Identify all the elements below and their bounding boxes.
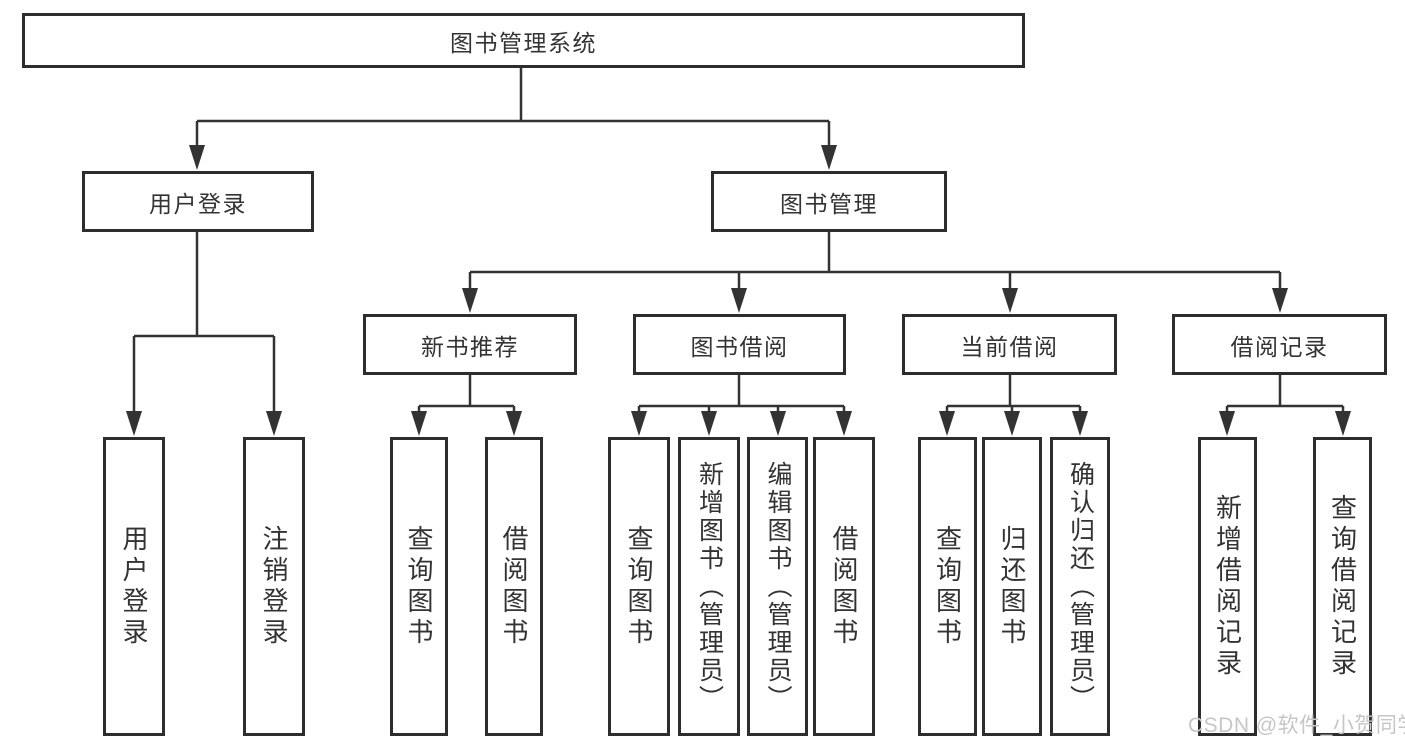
leaf-user-login-label: 用户登录 [119, 524, 149, 649]
node-user-login-label: 用户登录 [149, 190, 247, 217]
leaf-logout-label: 注销登录 [259, 524, 289, 649]
arrowhead-icon [1002, 288, 1018, 313]
leaf-borrow-book-2: 借阅图书 [813, 437, 875, 736]
node-book-mgmt: 图书管理 [711, 171, 947, 232]
node-current-borrow: 当前借阅 [902, 314, 1117, 375]
arrowhead-icon [411, 411, 427, 436]
leaf-query-book-3-label: 查询图书 [932, 524, 963, 649]
leaf-query-record-label: 查询借阅记录 [1327, 493, 1358, 680]
arrowhead-icon [631, 411, 647, 436]
arrowhead-icon [1004, 411, 1020, 436]
node-root-label: 图书管理系统 [450, 29, 597, 56]
leaf-add-book-label: 新增图书（管理员） [695, 460, 724, 713]
arrowhead-icon [189, 145, 205, 170]
leaf-confirm-return: 确认归还（管理员） [1050, 437, 1110, 736]
leaf-confirm-return-label: 确认归还（管理员） [1066, 460, 1095, 713]
leaf-query-book-2-label: 查询图书 [624, 524, 654, 649]
node-book-borrow: 图书借阅 [633, 314, 846, 375]
leaf-add-record: 新增借阅记录 [1198, 437, 1257, 736]
arrowhead-icon [1335, 411, 1351, 436]
arrowhead-icon [1072, 411, 1088, 436]
arrowhead-icon [731, 288, 747, 313]
arrowhead-icon [836, 411, 852, 436]
node-borrow-records-label: 借阅记录 [1230, 333, 1329, 360]
leaf-logout: 注销登录 [243, 437, 305, 736]
arrowhead-icon [821, 145, 837, 170]
node-new-book-rec: 新书推荐 [363, 314, 577, 375]
leaf-add-record-label: 新增借阅记录 [1212, 493, 1243, 680]
leaf-query-book-1-label: 查询图书 [404, 524, 434, 649]
leaf-edit-book-label: 编辑图书（管理员） [764, 460, 792, 713]
arrowhead-icon [770, 411, 786, 436]
leaf-borrow-book-1: 借阅图书 [485, 437, 543, 736]
leaf-return-book: 归还图书 [982, 437, 1042, 736]
arrowhead-icon [939, 411, 955, 436]
node-book-mgmt-label: 图书管理 [780, 190, 878, 217]
leaf-user-login: 用户登录 [103, 437, 165, 736]
leaf-query-book-2: 查询图书 [608, 437, 670, 736]
leaf-return-book-label: 归还图书 [997, 524, 1027, 649]
leaf-query-record: 查询借阅记录 [1313, 437, 1372, 736]
arrowhead-icon [126, 411, 142, 436]
arrowhead-icon [462, 288, 478, 313]
arrowhead-icon [1272, 288, 1288, 313]
node-borrow-records: 借阅记录 [1172, 314, 1387, 375]
leaf-add-book: 新增图书（管理员） [678, 437, 740, 736]
leaf-edit-book: 编辑图书（管理员） [747, 437, 808, 736]
node-root: 图书管理系统 [22, 13, 1025, 68]
node-book-borrow-label: 图书借阅 [690, 333, 789, 360]
leaf-borrow-book-1-label: 借阅图书 [499, 524, 529, 649]
arrowhead-icon [701, 411, 717, 436]
node-current-borrow-label: 当前借阅 [960, 333, 1059, 360]
leaf-query-book-3: 查询图书 [918, 437, 977, 736]
node-new-book-rec-label: 新书推荐 [421, 333, 519, 360]
arrowhead-icon [266, 411, 282, 436]
arrowhead-icon [506, 411, 522, 436]
leaf-query-book-1: 查询图书 [390, 437, 448, 736]
node-user-login: 用户登录 [82, 171, 314, 232]
leaf-borrow-book-2-label: 借阅图书 [829, 524, 859, 649]
arrowhead-icon [1219, 411, 1235, 436]
watermark: CSDN @软件_小贺同学 [1188, 714, 1405, 737]
